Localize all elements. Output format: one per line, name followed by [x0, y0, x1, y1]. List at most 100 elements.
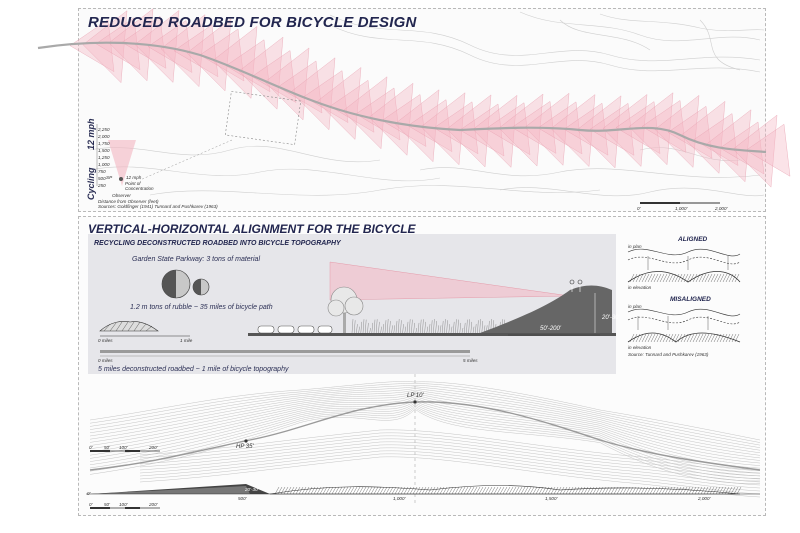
sight-cone [147, 20, 193, 73]
dim-length: 50'-200' [540, 326, 561, 332]
plan-scale-200: 200' [149, 445, 158, 450]
profile-grade: 20'-30' [245, 487, 259, 492]
bicycle-hill [480, 285, 612, 333]
top-scale-2000: 2,000' [715, 206, 728, 211]
sight-cone [121, 15, 167, 69]
sight-cone [69, 19, 115, 73]
profile-tick-500: 500' [238, 496, 247, 501]
aligned-title: ALIGNED [678, 236, 708, 243]
sight-cone [290, 57, 336, 131]
y-tick: 1,500 [98, 148, 110, 153]
sight-cone [498, 93, 544, 167]
long-scale-0: 0 miles [98, 358, 113, 363]
y-tick: 250 [98, 183, 106, 188]
profile-tick-0: 0' [87, 491, 91, 496]
sight-cone [368, 82, 414, 156]
rubble-label: 1.2 m tons of rubble ~ 35 miles of bicyc… [130, 304, 273, 311]
top-scale-1000: 1,000' [675, 206, 688, 211]
misaligned-in-elevation: in elevation [628, 345, 652, 350]
road-line [37, 41, 767, 154]
sight-cone [355, 87, 401, 141]
point-of-concentration-label: Point of Concentration [125, 181, 154, 191]
roadbed-label: 5 miles deconstructed roadbed ~ 1 mile o… [98, 366, 289, 373]
sp-label: SP [106, 175, 113, 180]
section-subtitle: RECYCLING DECONSTRUCTED ROADBED INTO BIC… [94, 240, 341, 247]
sight-cone [329, 79, 375, 133]
sight-cone [472, 94, 518, 168]
sight-cone [407, 99, 453, 153]
contour-lines-top [89, 11, 765, 197]
parkway-label: Garden State Parkway: 3 tons of material [132, 256, 261, 263]
misaligned-in-plan: in plan [628, 304, 642, 309]
aligned-in-elevation: in elevation [628, 285, 652, 290]
sight-cone [381, 94, 427, 147]
sight-cone [654, 94, 700, 168]
mini-scale-1: 1 mile [180, 338, 193, 343]
sight-cone [680, 100, 726, 174]
sight-cone [316, 67, 362, 140]
sight-cone [264, 47, 310, 121]
sight-cone [719, 121, 765, 175]
sight-cone [602, 94, 648, 167]
profile-tick-2000: 2,000' [698, 496, 711, 501]
top-scale-0: 0' [637, 206, 641, 211]
sight-cone [706, 109, 752, 183]
distance-label: Distance from Observer (feet) [98, 199, 159, 204]
aligned-diagram [627, 248, 741, 283]
plan-scale-0: 0' [89, 445, 93, 450]
sources-label: Sources: Goldfinger (1941) Tunnard and P… [98, 204, 218, 209]
y-tick: 2,000 [98, 134, 110, 139]
profile-scale-50: 50' [104, 502, 110, 507]
y-tick: 500 [98, 176, 106, 181]
sight-cone [212, 25, 258, 99]
sight-cone [82, 10, 128, 84]
topographic-map-panel [78, 8, 766, 212]
sight-cone [745, 123, 791, 177]
plan-scale-50: 50' [104, 445, 110, 450]
alignment-source: Source: Tunnard and Pushkarev (1963) [628, 352, 709, 357]
y-tick: 2,250 [98, 127, 110, 132]
y-tick: 1,750 [98, 141, 110, 146]
long-scale-5: 5 miles [463, 358, 478, 363]
sight-cone [563, 102, 609, 156]
profile-tick-1500: 1,500' [545, 496, 558, 501]
misaligned-title: MISALIGNED [670, 296, 711, 303]
y-tick: 750 [98, 169, 106, 174]
mini-scale-0: 0 miles [98, 338, 113, 343]
plan-contours [89, 381, 761, 498]
grass [351, 319, 505, 334]
aligned-in-plan: in plan [628, 244, 642, 249]
cars [257, 325, 333, 334]
top-scale-bar [640, 202, 720, 204]
plan-scale-bar [90, 450, 160, 452]
y-tick: 1,250 [98, 155, 110, 160]
y-tick: 1,000 [98, 162, 110, 167]
speed-cone-label: 12 mph [126, 175, 142, 180]
profile-tick-1000: 1,000' [393, 496, 406, 501]
profile-scale-0: 0' [89, 502, 93, 507]
dim-height: 20'-30' [602, 315, 620, 321]
sight-cone [186, 18, 232, 92]
tonnage-circles [161, 269, 210, 299]
hp-label: HP 35' [236, 444, 254, 450]
sight-cone [576, 95, 622, 169]
sight-cone [667, 105, 713, 159]
page-title: REDUCED ROADBED FOR BICYCLE DESIGN [88, 14, 417, 31]
sight-cone [641, 100, 687, 153]
section-title: VERTICAL-HORIZONTAL ALIGNMENT FOR THE BI… [88, 222, 416, 236]
elevation-profile [86, 484, 760, 509]
sight-cone [446, 94, 492, 168]
sight-cone [173, 24, 219, 78]
lp-label: LP 10' [407, 393, 424, 399]
tree-silhouette [327, 286, 364, 333]
observer-label: Observer [112, 193, 131, 198]
plan-scale-100: 100' [119, 445, 128, 450]
view-cone-chart [96, 124, 136, 186]
misaligned-diagram [627, 308, 741, 343]
sight-cone [342, 76, 388, 150]
profile-scale-100: 100' [119, 502, 128, 507]
profile-scale-200: 200' [149, 502, 158, 507]
sight-cone [238, 36, 284, 110]
